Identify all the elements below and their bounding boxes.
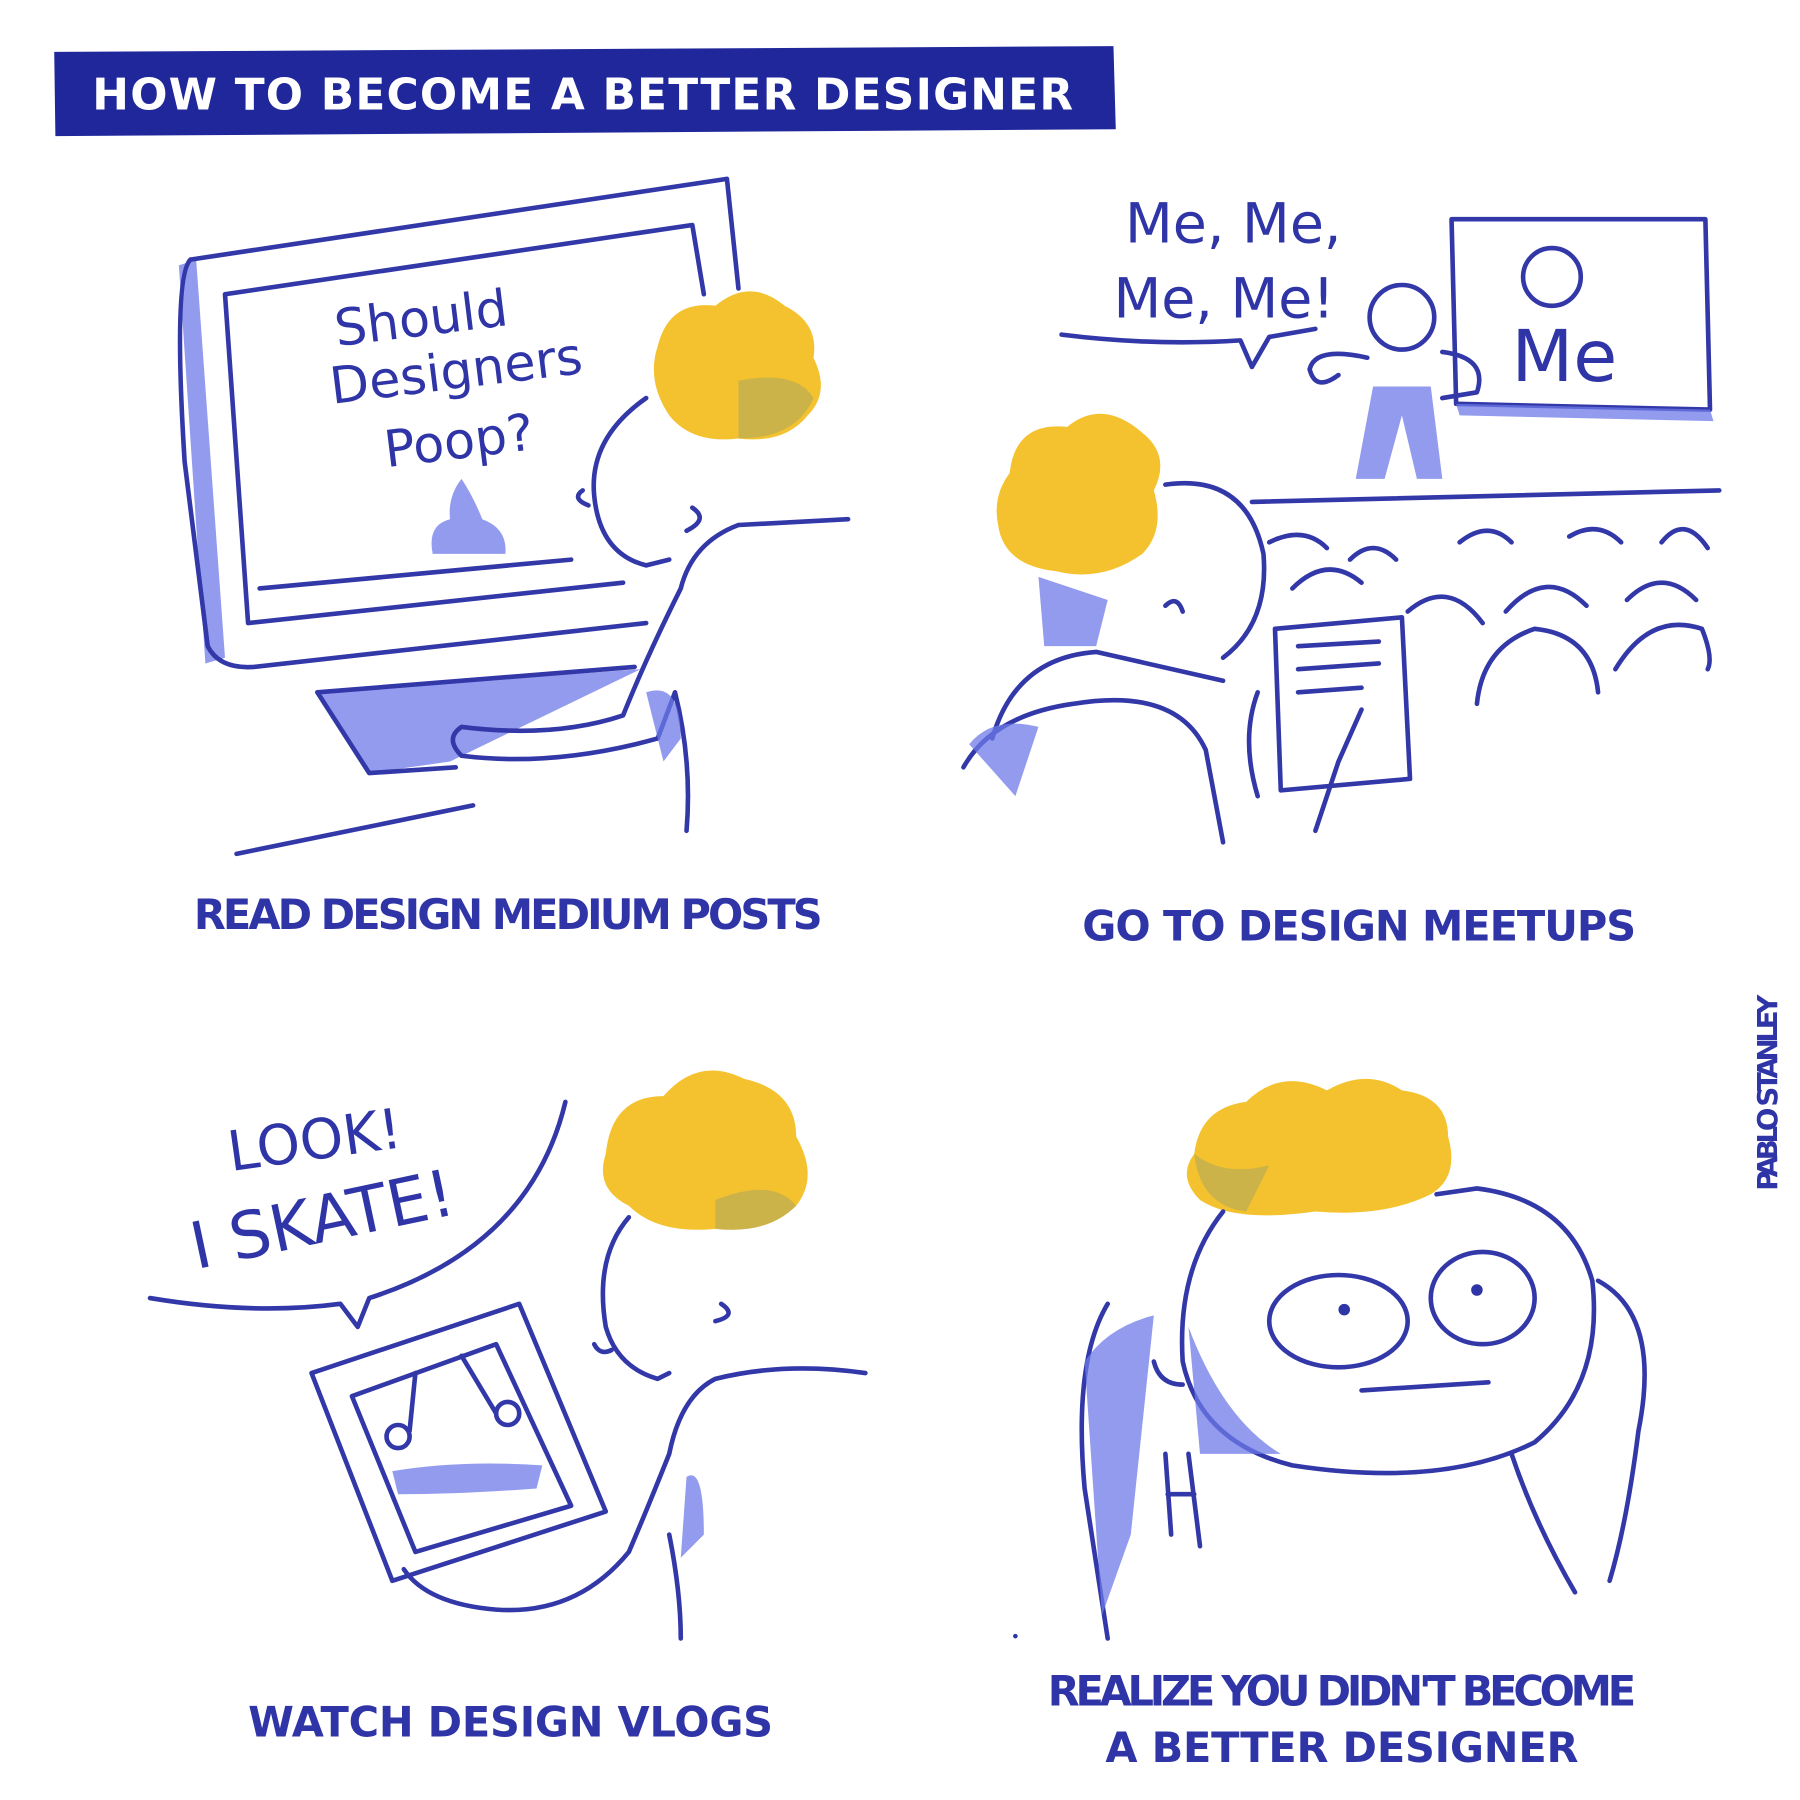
panel-vlogs: LOOK! I SKATE! WATCH DESIGN VLOGS <box>147 1070 868 1747</box>
caption-panel-2: GO TO DESIGN MEETUPS <box>1082 901 1636 950</box>
comic-title: HOW TO BECOME A BETTER DESIGNER <box>92 70 1073 121</box>
panel-read-medium: Should Designers Poop? READ DESIGN MEDIU… <box>177 176 851 939</box>
panel-meetups: Me, Me, Me, Me! Me GO TO DESIGN MEETUPS <box>961 192 1722 950</box>
poop-icon <box>431 478 506 554</box>
caption-panel-3: WATCH DESIGN VLOGS <box>248 1698 773 1747</box>
speech-line-1: Me, Me, <box>1125 192 1342 256</box>
caption-panel-4-line-1: REALIZE YOU DIDN'T BECOME <box>1048 1666 1636 1715</box>
caption-panel-4-line-2: A BETTER DESIGNER <box>1105 1723 1578 1772</box>
title-banner: HOW TO BECOME A BETTER DESIGNER <box>54 46 1116 137</box>
signature: PABLO STANLEY <box>1751 994 1784 1191</box>
caption-panel-1: READ DESIGN MEDIUM POSTS <box>194 890 823 939</box>
presenter-screen-text: Me <box>1512 315 1618 398</box>
panel-realize: REALIZE YOU DIDN'T BECOME A BETTER DESIG… <box>1013 1078 1647 1772</box>
speech-line-2: Me, Me! <box>1113 267 1334 331</box>
screen-text-line-3: Poop? <box>381 402 537 479</box>
speech-line-2: I SKATE! <box>184 1156 461 1285</box>
